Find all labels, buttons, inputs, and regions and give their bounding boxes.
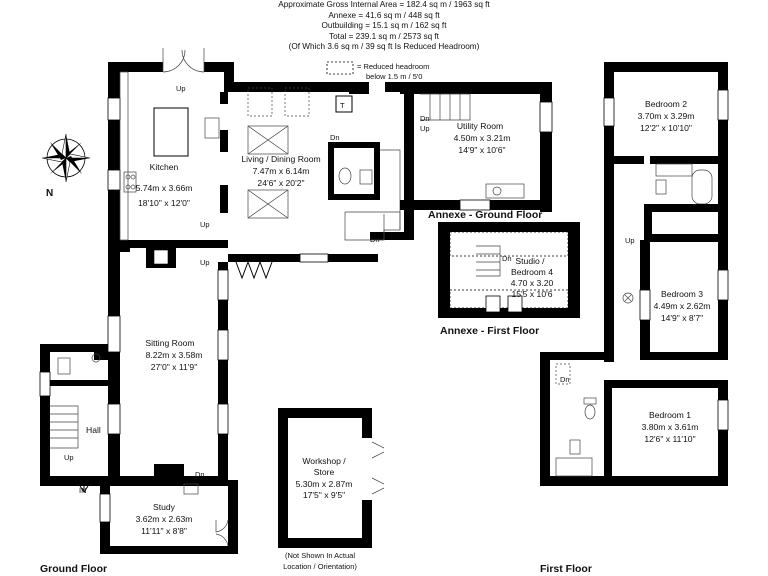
living-room-metric: 7.47m x 6.14m bbox=[253, 166, 310, 176]
total-area-text: Total = 239.1 sq m / 2573 sq ft bbox=[329, 31, 439, 41]
bedroom-1-imperial: 12'6" x 11'10" bbox=[644, 434, 695, 444]
bedroom-2-imperial: 12'2" x 10'10" bbox=[640, 123, 692, 133]
stair-down-label: Dn bbox=[370, 235, 380, 244]
bedroom-3-imperial: 14'9" x 8'7" bbox=[661, 313, 703, 323]
bedroom-1-metric: 3.80m x 3.61m bbox=[642, 422, 699, 432]
svg-text:T: T bbox=[340, 101, 345, 110]
stair-up-label: Up bbox=[200, 220, 210, 229]
compass-north-label: N bbox=[46, 188, 53, 199]
bedroom-2-metric: 3.70m x 3.29m bbox=[638, 111, 695, 121]
legend-line-2: below 1.5 m / 5'0 bbox=[366, 72, 422, 81]
workshop-imperial: 17'5" x 9'5" bbox=[303, 490, 345, 500]
entrance-label: IN bbox=[79, 486, 87, 495]
living-room-name: Living / Dining Room bbox=[241, 154, 320, 164]
not-shown-note-line1: (Not Shown In Actual bbox=[285, 551, 355, 560]
sitting-room-name: Sitting Room bbox=[145, 338, 194, 348]
living-room-imperial: 24'6" x 20'2" bbox=[257, 178, 304, 188]
stair-down-label: Dn bbox=[420, 114, 430, 123]
area-summary: Approximate Gross Internal Area = 182.4 … bbox=[190, 0, 578, 53]
kitchen-name: Kitchen bbox=[150, 162, 179, 172]
stair-down-label: Dn bbox=[195, 470, 205, 479]
legend-line-1: = Reduced headroom bbox=[357, 62, 429, 71]
reduced-headroom-legend-swatch bbox=[326, 61, 354, 75]
workshop-outbuilding bbox=[278, 408, 385, 548]
hall-name: Hall bbox=[86, 425, 101, 435]
gross-area-text: Approximate Gross Internal Area = 182.4 … bbox=[278, 0, 490, 9]
study-imperial: 11'11" x 8'8" bbox=[141, 526, 187, 536]
studio-name-line1: Studio / bbox=[515, 256, 545, 266]
stair-up-label: Up bbox=[64, 453, 74, 462]
stair-down-label: Dn bbox=[560, 375, 570, 384]
ground-floor-title: Ground Floor bbox=[40, 563, 107, 575]
workshop-name-line1: Workshop / bbox=[302, 456, 346, 466]
utility-room-metric: 4.50m x 3.21m bbox=[454, 133, 511, 143]
annexe-first-floor-title: Annexe - First Floor bbox=[440, 325, 539, 337]
annexe-ground-floor-title: Annexe - Ground Floor bbox=[428, 209, 542, 221]
stair-down-label: Dn bbox=[330, 133, 340, 142]
studio-metric: 4.70 x 3.20 bbox=[511, 278, 554, 288]
compass-rose-icon bbox=[41, 133, 91, 183]
stair-up-label: Up bbox=[200, 258, 210, 267]
annexe-first-floor-plan bbox=[438, 222, 580, 318]
first-floor-plan bbox=[540, 62, 729, 486]
workshop-name-line2: Store bbox=[314, 467, 335, 477]
bedroom-2-name: Bedroom 2 bbox=[645, 99, 687, 109]
outbuilding-area-text: Outbuilding = 15.1 sq m / 162 sq ft bbox=[321, 21, 447, 31]
bedroom-3-metric: 4.49m x 2.62m bbox=[654, 301, 711, 311]
utility-room-name: Utility Room bbox=[457, 121, 503, 131]
study-name: Study bbox=[153, 502, 176, 512]
bedroom-1-name: Bedroom 1 bbox=[649, 410, 691, 420]
kitchen-metric: 5.74m x 3.66m bbox=[136, 183, 193, 193]
boiler-icon bbox=[335, 95, 353, 113]
not-shown-note-line2: Location / Orientation) bbox=[283, 562, 357, 571]
stair-down-label: Dn bbox=[502, 254, 512, 263]
stair-up-label: Up bbox=[625, 236, 635, 245]
studio-name-line2: Bedroom 4 bbox=[511, 267, 553, 277]
studio-imperial: 15'5 x 10'6 bbox=[511, 289, 552, 299]
utility-room-imperial: 14'9" x 10'6" bbox=[458, 145, 505, 155]
kitchen-imperial: 18'10" x 12'0" bbox=[138, 198, 190, 208]
annexe-ground-floor-plan bbox=[400, 82, 553, 212]
sitting-room-metric: 8.22m x 3.58m bbox=[146, 350, 203, 360]
study-metric: 3.62m x 2.63m bbox=[136, 514, 193, 524]
bedroom-3-name: Bedroom 3 bbox=[661, 289, 703, 299]
sitting-room-imperial: 27'0" x 11'9" bbox=[151, 362, 198, 372]
reduced-headroom-text: (Of Which 3.6 sq m / 39 sq ft Is Reduced… bbox=[288, 42, 480, 52]
ground-floor-plan: T bbox=[39, 48, 415, 554]
stair-up-label: Up bbox=[176, 84, 186, 93]
annexe-area-text: Annexe = 41.6 sq m / 448 sq ft bbox=[328, 10, 440, 20]
workshop-metric: 5.30m x 2.87m bbox=[296, 479, 353, 489]
stair-up-label: Up bbox=[420, 124, 430, 133]
first-floor-title: First Floor bbox=[540, 563, 592, 575]
